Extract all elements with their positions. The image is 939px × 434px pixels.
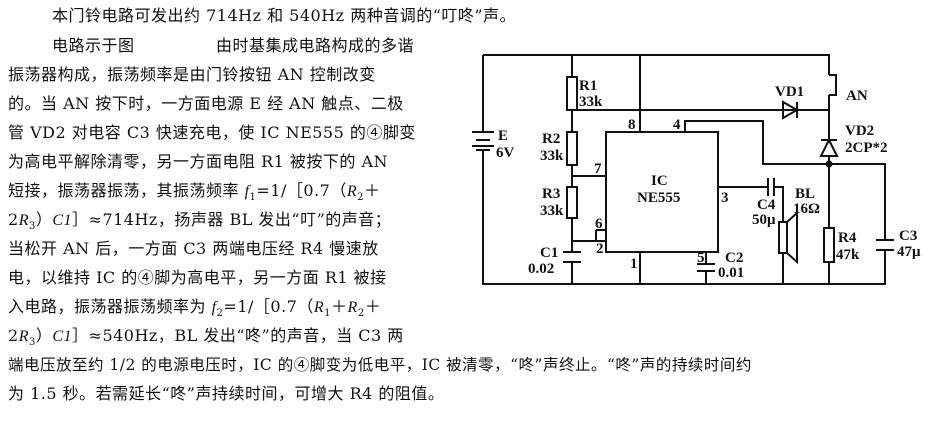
paragraph-line: 电，以维持 IC 的④脚为高电平，另一方面 R1 被接 [8,268,387,287]
resistor-r2 [566,131,578,166]
svg-text:C3: C3 [899,228,917,244]
svg-text:VD2: VD2 [845,123,874,139]
ic-ne555 [605,131,719,253]
capacitor-c2 [697,263,715,272]
paragraph-line: 端电压放至约 1/2 的电源电压时，IC 的④脚变为低电平，IC 被清零，“咚”… [8,356,752,374]
svg-text:0.01: 0.01 [718,265,744,281]
svg-text:3: 3 [721,190,729,206]
resistor-r4 [823,227,835,263]
svg-text:R4: R4 [838,230,857,246]
svg-text:7: 7 [594,161,602,177]
intro-line: 本门铃电路可发出约 714Hz 和 540Hz 两种音调的“叮咚”声。 [52,6,517,25]
resistor-r3 [566,186,578,219]
paragraph-line: 为 1.5 秒。若需延长“咚”声持续时间，可增大 R4 的阻值。 [8,384,445,403]
diode-vd1 [782,100,800,120]
formula-line-f1-cont: 2R3）C1］≈714Hz，扬声器 BL 发出“叮”的声音； [8,210,392,233]
formula-line-f1: 短接，振荡器振荡，其振荡频率 f1=1/［0.7（R2＋ [8,181,381,204]
svg-text:47μ: 47μ [897,244,921,260]
svg-text:47k: 47k [836,247,860,263]
svg-text:AN: AN [846,88,868,104]
svg-text:4: 4 [673,117,681,133]
formula-line-f2-cont: 2R3）C1］≈540Hz，BL 发出“咚”的声音，当 C3 两 [8,326,404,349]
svg-text:6: 6 [595,216,603,232]
battery-e [472,131,494,151]
svg-text:5: 5 [697,250,705,266]
svg-text:16Ω: 16Ω [793,201,820,217]
formula-line-f2: 入电路，振荡器振荡频率为 f2=1/［0.7（R1＋R2＋ [8,297,382,320]
svg-text:R3: R3 [542,186,560,202]
svg-text:C2: C2 [725,250,743,266]
svg-text:33k: 33k [579,94,603,110]
capacitor-c3 [876,239,894,251]
svg-text:NE555: NE555 [637,190,680,206]
svg-text:2CP*2: 2CP*2 [845,140,888,156]
svg-text:C4: C4 [757,197,776,213]
junction-dot [825,160,833,168]
svg-text:BL: BL [795,186,815,202]
svg-text:1: 1 [630,256,638,272]
svg-text:E: E [498,128,508,144]
wires [482,54,886,285]
svg-text:R1: R1 [579,78,597,94]
paragraph-line: 管 VD2 对电容 C3 快速充电，使 IC NE555 的④脚变 [8,123,416,142]
diode-vd2 [819,137,839,157]
capacitor-c4 [767,178,775,196]
paragraph-line: 的。当 AN 按下时，一方面电源 E 经 AN 触点、二极 [8,94,404,113]
resistor-r1 [566,76,578,111]
svg-text:IC: IC [651,173,668,189]
capacitor-c1 [563,251,581,263]
svg-text:50μ: 50μ [752,212,776,228]
paragraph-line: 振荡器构成，振荡频率是由门铃按钮 AN 控制改变 [8,65,376,84]
svg-text:2: 2 [596,241,604,257]
svg-text:8: 8 [628,117,636,133]
svg-text:6V: 6V [496,145,515,161]
svg-text:C1: C1 [540,245,558,261]
paragraph-line: 当松开 AN 后，一方面 C3 两端电压经 R4 慢速放 [8,239,379,258]
svg-text:33k: 33k [540,203,564,219]
svg-text:VD1: VD1 [775,84,804,100]
svg-text:R2: R2 [542,131,560,147]
paragraph-line: 为高电平解除清零，另一方面电阻 R1 被按下的 AN [8,152,389,171]
speaker-bl [778,210,798,265]
paragraph-line: 由时基集成电路构成的多谐 [216,36,415,55]
svg-text:33k: 33k [540,148,564,164]
pushbutton-an [829,74,837,96]
figure-caption: 电路示于图 [52,36,135,55]
svg-text:0.02: 0.02 [528,261,554,277]
